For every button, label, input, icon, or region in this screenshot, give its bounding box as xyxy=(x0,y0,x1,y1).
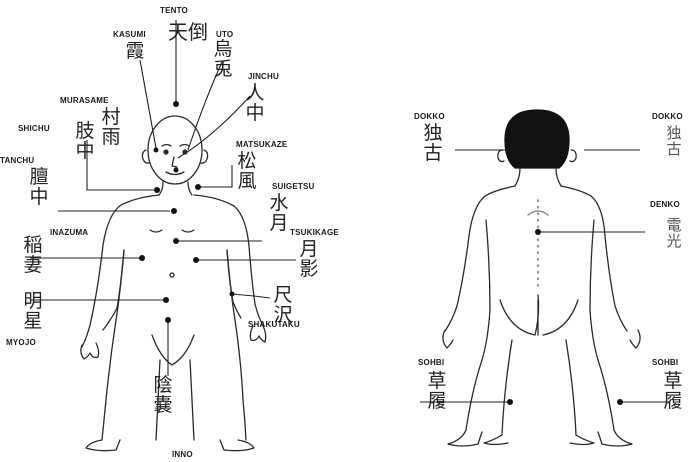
kanji-kasumi: 霞 xyxy=(124,42,146,62)
label-denko: DENKO xyxy=(650,200,680,209)
kanji-dokko-right: 独古 xyxy=(664,126,684,158)
label-dokko-right: DOKKO xyxy=(652,112,683,121)
kanji-myojo: 明星 xyxy=(22,292,44,332)
kanji-jinchu: 人中 xyxy=(244,84,266,124)
label-matsukaze: MATSUKAZE xyxy=(236,140,287,149)
label-inazuma: INAZUMA xyxy=(50,228,88,237)
kanji-uto: 烏兎 xyxy=(212,40,234,80)
label-sohbi-right: SOHBI xyxy=(652,358,678,367)
label-suigetsu: SUIGETSU xyxy=(272,182,315,191)
label-shichu: SHICHU xyxy=(18,124,50,133)
kanji-tsukikage: 月影 xyxy=(298,240,320,280)
back-point-dots xyxy=(507,229,623,405)
kanji-matsukaze: 松風 xyxy=(236,152,258,192)
label-sohbi-left: SOHBI xyxy=(418,358,444,367)
kanji-shichu: 肢中 xyxy=(74,122,96,162)
label-inno: INNO xyxy=(172,450,193,459)
label-kasumi: KASUMI xyxy=(113,30,146,39)
kanji-murasame: 村雨 xyxy=(100,108,122,148)
label-murasame: MURASAME xyxy=(60,96,109,105)
kanji-inno: 陰嚢 xyxy=(152,376,174,416)
kanji-tento: 天倒 xyxy=(168,22,208,43)
kanji-inazuma: 稲妻 xyxy=(22,236,44,276)
kanji-sohbi-left: 草履 xyxy=(426,372,448,412)
label-tento: TENTO xyxy=(160,6,188,15)
kanji-shakutaku: 尺沢 xyxy=(272,286,294,326)
back-figure-outline xyxy=(443,110,640,446)
kanji-tanchu: 膻中 xyxy=(28,168,50,208)
label-myojo: MYOJO xyxy=(6,338,36,347)
kanji-denko: 電光 xyxy=(664,218,684,250)
label-tsukikage: TSUKIKAGE xyxy=(290,228,339,237)
label-dokko-left: DOKKO xyxy=(414,112,445,121)
back-pointer-lines xyxy=(420,150,670,402)
label-jinchu: JINCHU xyxy=(248,72,279,81)
label-tanchu: TANCHU xyxy=(0,156,34,165)
kanji-dokko-left: 独古 xyxy=(422,124,444,164)
kanji-sohbi-right: 草履 xyxy=(662,372,684,412)
kanji-suigetsu: 水月 xyxy=(268,194,290,234)
